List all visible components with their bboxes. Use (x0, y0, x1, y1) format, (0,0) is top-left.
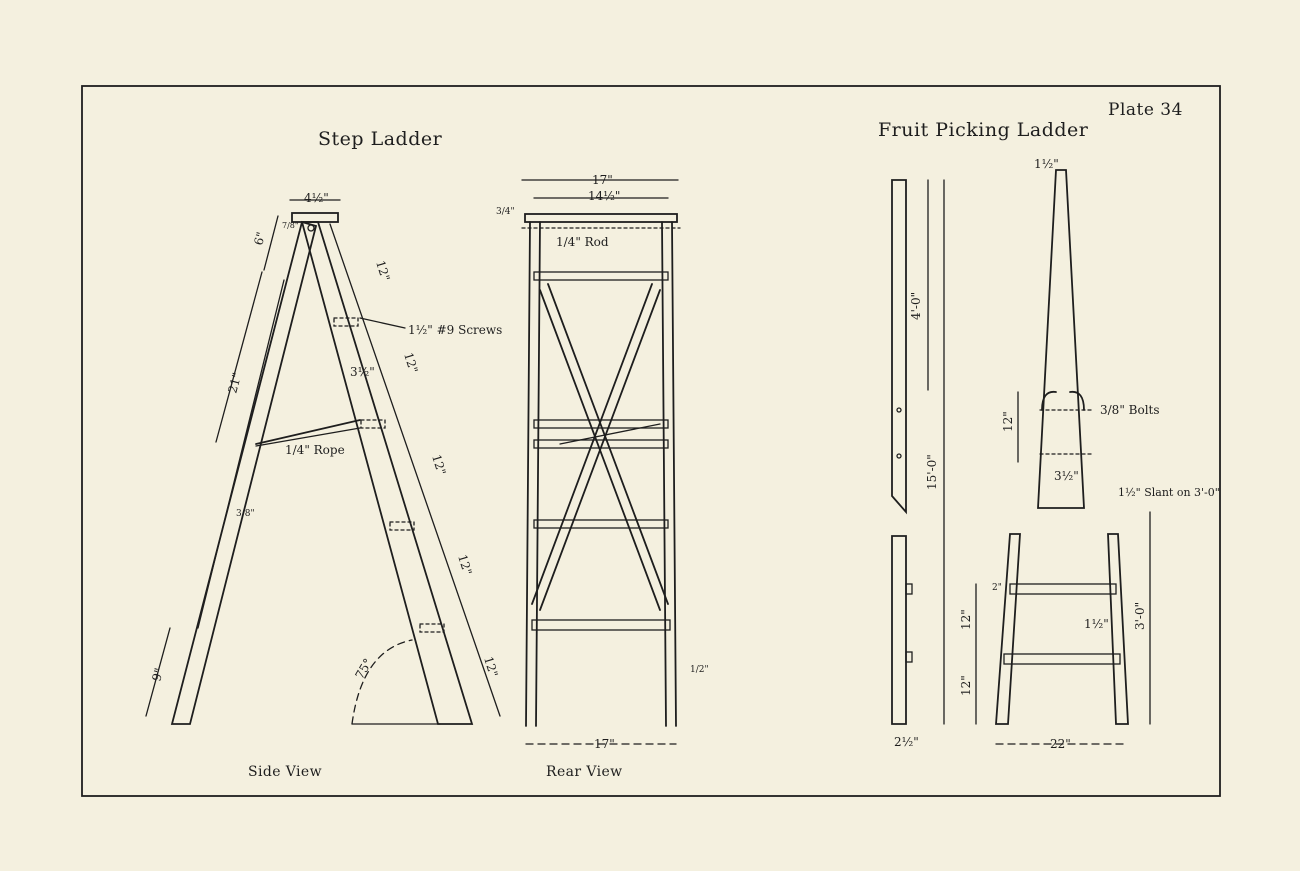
dim-rear-top-inner: 14½" (588, 189, 620, 203)
dim-rear-bottom: 17" (594, 737, 615, 751)
note-rod: 1/4" Rod (556, 235, 609, 249)
dim-fruit-top: 1½" (1034, 157, 1059, 171)
rope (255, 419, 361, 445)
dim-two: 2" (992, 583, 1002, 593)
side-rail-upper (891, 179, 907, 515)
back-leg (170, 220, 318, 725)
side-view-label: Side View (248, 764, 322, 780)
tapered-top (1037, 169, 1085, 509)
dim-three-eighths: 3/8" (236, 509, 255, 519)
plate-label: Plate 34 (1108, 100, 1183, 120)
dim-twelve-4: 12" (455, 553, 474, 577)
dim-bottom-side: 2½" (894, 735, 919, 749)
dim-twelve-3: 12" (429, 453, 448, 477)
dim-six: 6" (251, 230, 268, 246)
dim-twelve-a: 12" (1001, 411, 1015, 432)
note-bolts: 3/8" Bolts (1100, 403, 1160, 417)
dim-rear-leg: 1/2" (690, 665, 709, 675)
dim-one-half: 1½" (1084, 617, 1109, 631)
dim-twelve-b: 12" (959, 609, 973, 630)
dim-twelve-5: 12" (481, 655, 500, 679)
dim-twenty-one: 21" (225, 371, 244, 395)
side-steps (333, 317, 445, 633)
dim-fruit-three-half: 3½" (1054, 469, 1079, 483)
dim-three-ft: 3'-0" (1133, 602, 1147, 630)
angle-arc (351, 639, 413, 725)
dim-top-width: 4½" (304, 191, 329, 205)
fruit-ladder-drawing: 4'-0" 15'-0" 2½" 1½" 12" 3½" 3/8" Bolts … (891, 157, 1220, 751)
fruit-ladder-title: Fruit Picking Ladder (878, 119, 1089, 141)
base-left-leg (995, 533, 1021, 725)
dim-nine: 9" (149, 666, 166, 682)
note-rope: 1/4" Rope (285, 443, 345, 457)
front-stile (300, 221, 474, 725)
hinge-pin (307, 224, 315, 232)
rear-top-board (524, 213, 678, 223)
dim-angle: 75° (352, 656, 375, 681)
dim-rear-top-thick: 3/4" (496, 207, 515, 217)
side-view: 4½" 7/8" 6" 21" 9" 75° 3½" 3/8" 12" 12" … (145, 191, 502, 780)
plate-border (81, 85, 1221, 797)
dim-three-half: 3½" (350, 365, 375, 379)
dim-top-thick: 7/8" (282, 221, 299, 230)
dim-four-ft: 4'-0" (909, 292, 923, 320)
top-board (291, 212, 339, 223)
note-slant: 1½" Slant on 3'-0" (1118, 486, 1220, 499)
rear-view: 17" 14½" 3/4" 1/4" Rod 17" 1/2" Rear Vie… (496, 173, 709, 780)
dim-twelve-1: 12" (373, 259, 392, 283)
dim-fifteen-ft: 15'-0" (925, 454, 939, 490)
dim-twenty-two: 22" (1050, 737, 1071, 751)
note-screws: 1½" #9 Screws (408, 323, 502, 337)
dim-rear-top-outer: 17" (592, 173, 613, 187)
base-right-leg (1107, 533, 1129, 725)
step-ladder-title: Step Ladder (318, 128, 443, 150)
rear-view-label: Rear View (546, 764, 623, 780)
dim-twelve-c: 12" (959, 675, 973, 696)
dim-twelve-2: 12" (401, 351, 420, 375)
side-rail-lower (891, 535, 907, 725)
